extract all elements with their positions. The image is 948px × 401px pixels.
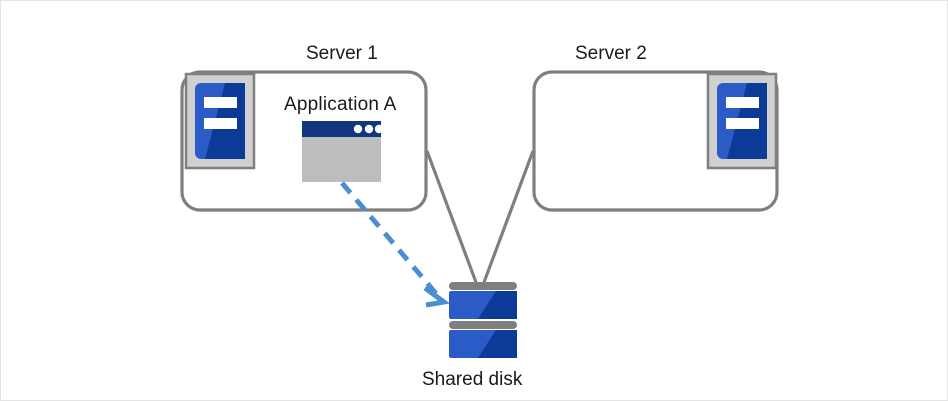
arrowhead-icon — [423, 285, 451, 308]
application-window-icon — [302, 121, 384, 182]
application-label: Application A — [284, 94, 397, 115]
disk-stack-icon — [449, 282, 517, 358]
server1-label: Server 1 — [306, 43, 378, 64]
connector-server2-to-disk — [481, 150, 535, 286]
server-icon-server2 — [706, 72, 778, 170]
connector-application-to-disk — [340, 181, 451, 308]
server-icon-server1 — [184, 72, 256, 170]
server2-label: Server 2 — [575, 43, 647, 64]
shared-disk-label: Shared disk — [422, 369, 523, 390]
connector-server1-to-disk — [425, 150, 479, 286]
